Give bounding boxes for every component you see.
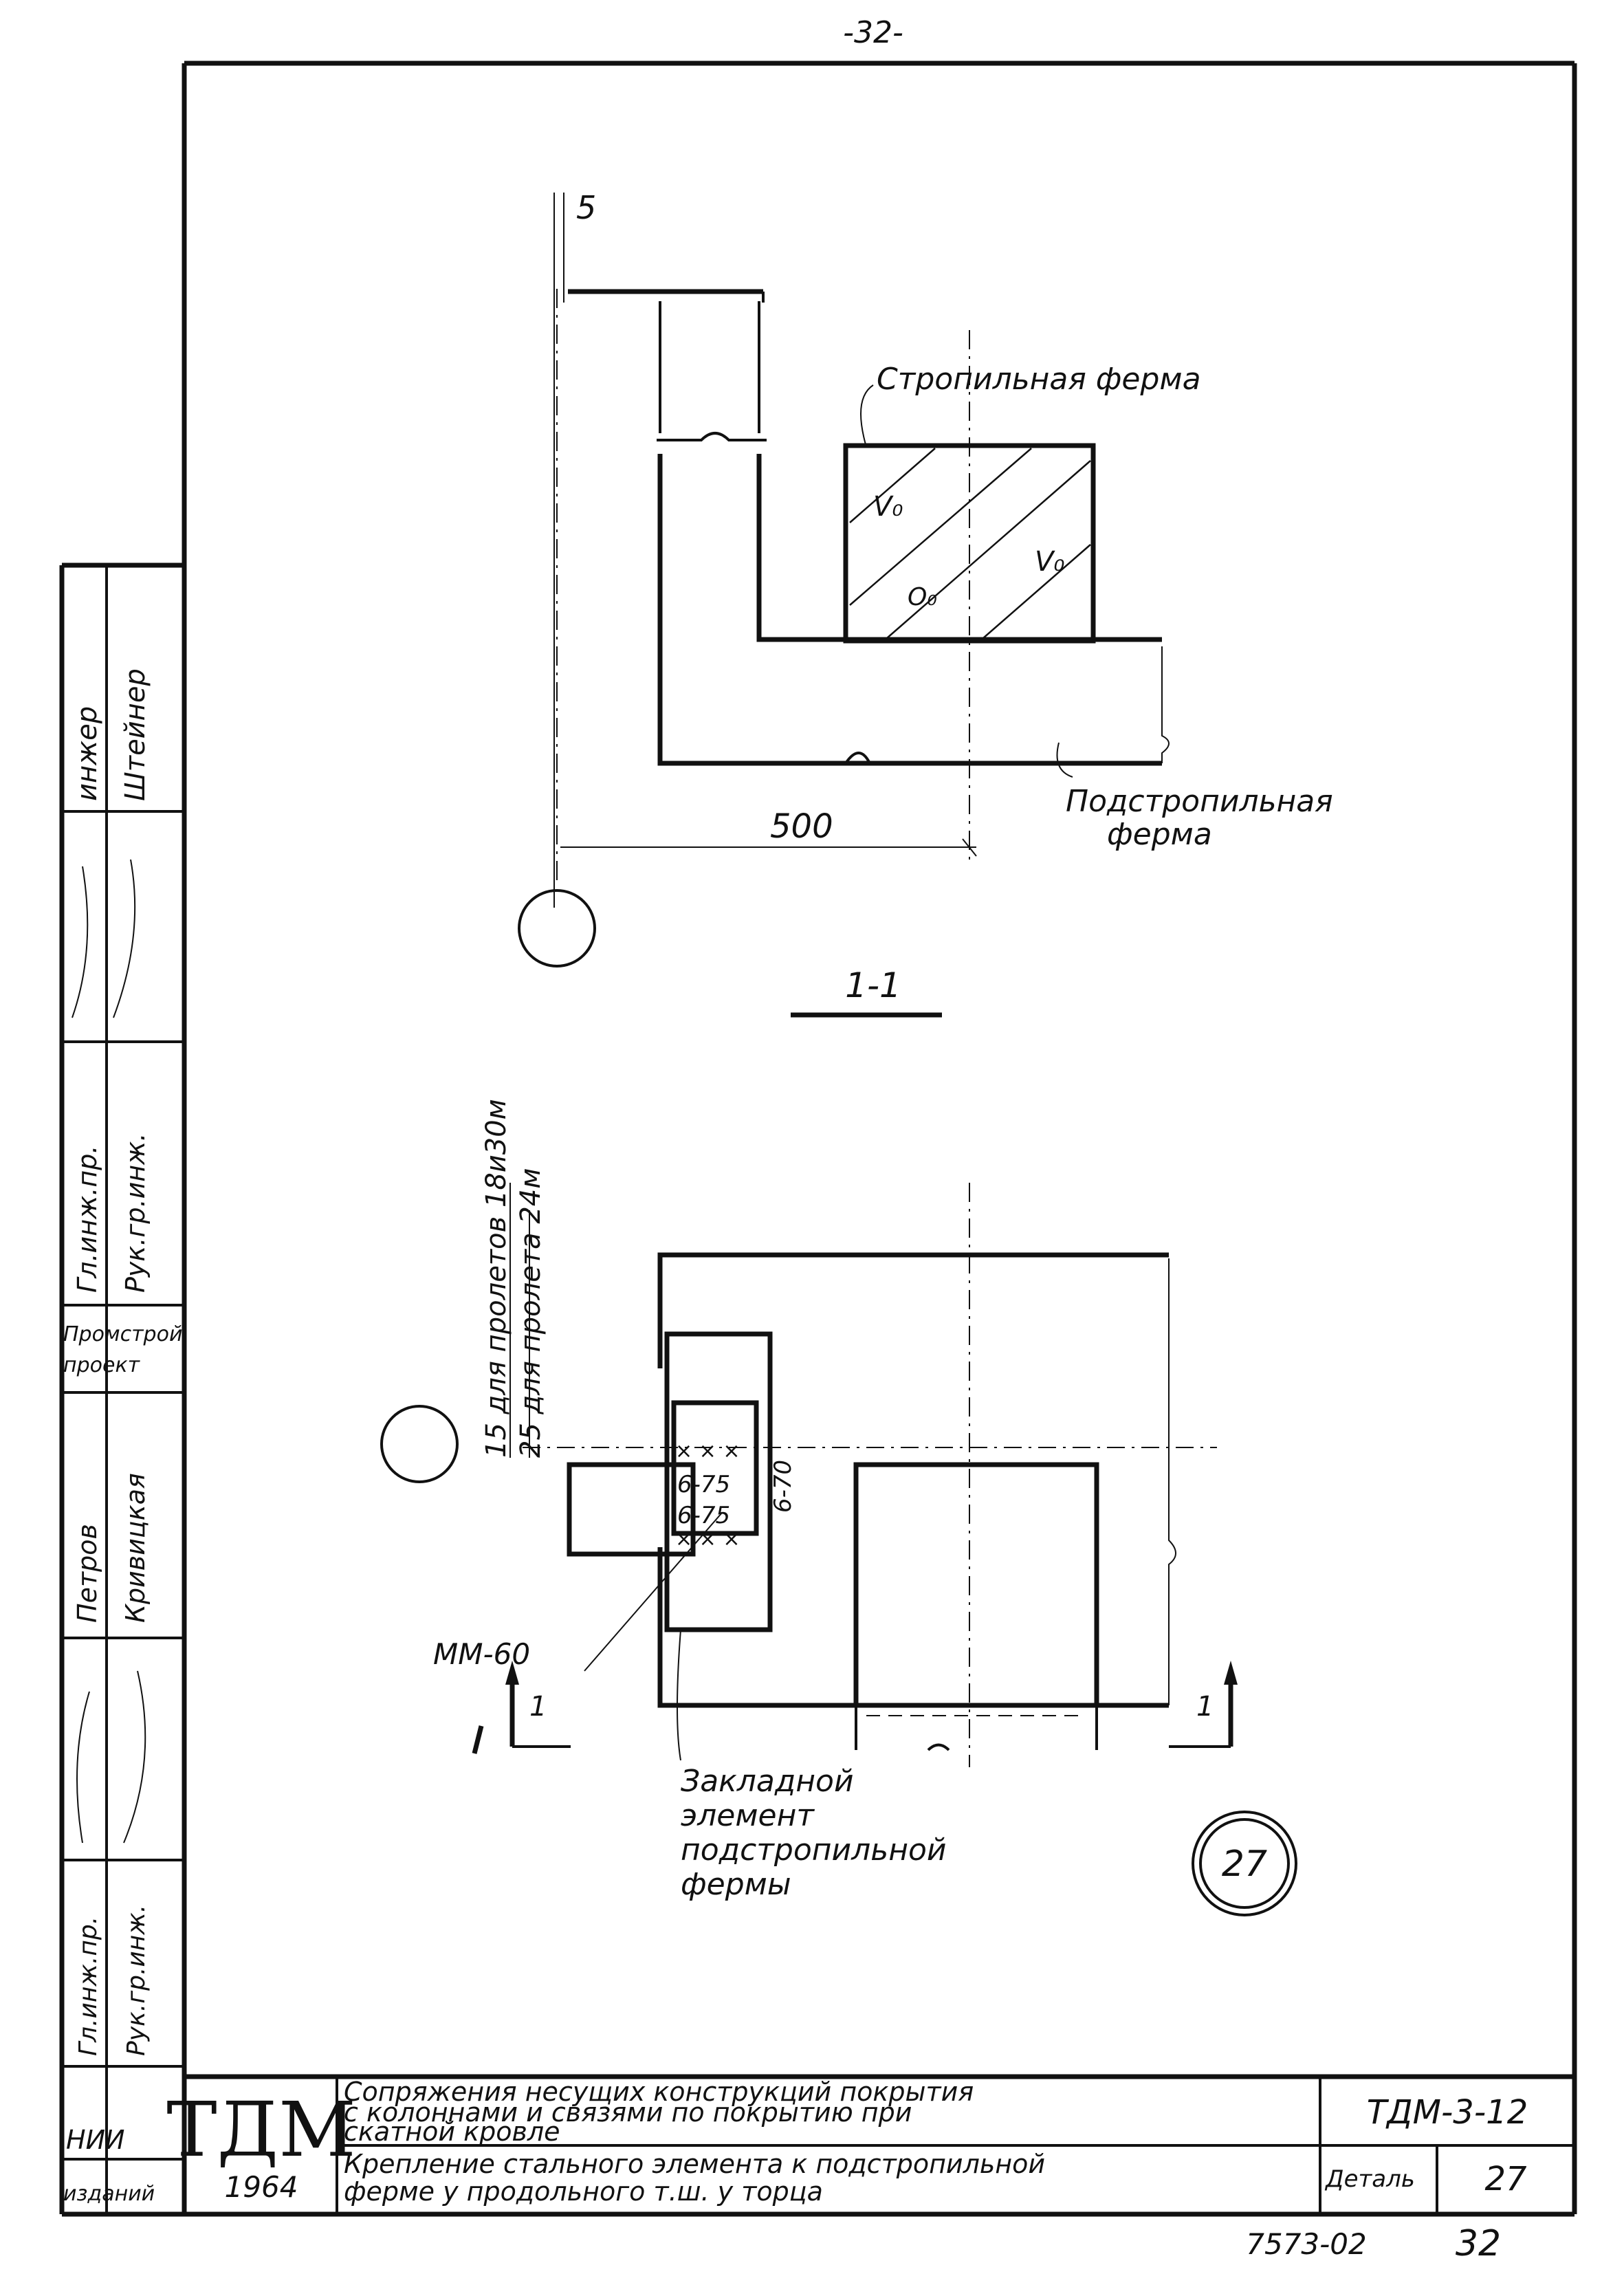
section-title-text: 1-1 xyxy=(845,965,901,1005)
bottom-code: 7573-02 xyxy=(1246,2227,1367,2261)
embedded-line-3: подстропильной xyxy=(681,1833,946,1868)
page-number: -32- xyxy=(843,15,903,50)
stamp-row3-name-2: Кривицкая xyxy=(120,1473,151,1623)
section-title: 1-1 xyxy=(791,965,942,1018)
bottom-page: 32 xyxy=(1456,2223,1501,2264)
embedded-line-1: Закладной xyxy=(681,1764,854,1799)
svg-text:× × ×: × × × xyxy=(675,1527,740,1551)
cut-label-right: 1 xyxy=(1196,1691,1214,1723)
title-line-1: Сопряжения несущих конструкций покрытия xyxy=(344,2077,974,2107)
title-line-2: с колоннами и связями по покрытию при xyxy=(344,2097,912,2128)
dim-note-1: 15 для пролетов 18и30м xyxy=(481,1099,512,1458)
weld-label-3: 6-70 xyxy=(769,1460,797,1513)
top-dim-5: 5 xyxy=(576,189,596,226)
dim-500: 500 xyxy=(770,807,833,846)
stamp-row1-title: инжер xyxy=(72,706,103,801)
label-subtruss-1: Подстропильная xyxy=(1066,784,1333,819)
label-mm60: ММ-60 xyxy=(433,1637,530,1671)
stamp-row4-title-1: Гл.инж.пр. xyxy=(74,1916,102,2056)
svg-text:O₀: O₀ xyxy=(908,583,937,611)
axis-bubble-bottom xyxy=(380,1405,459,1483)
embedded-line-4: фермы xyxy=(681,1867,791,1902)
detail-mark-inner xyxy=(1199,1818,1290,1909)
stamp-publisher: изданий xyxy=(63,2182,155,2206)
detail-number: 27 xyxy=(1484,2160,1527,2198)
detail-mark: 27 xyxy=(1222,1844,1267,1885)
cut-mark-right: 1 xyxy=(1169,1661,1238,1748)
top-view: 5 V₀ V₀ O₀ 500 Стропильная фер xyxy=(518,189,1333,967)
stamp-org-1: Промстрой xyxy=(63,1322,182,1346)
stamp-row4-title-2: Рук.гр.инж. xyxy=(122,1905,151,2056)
subtitle-line-2: ферме у продольного т.ш. у торца xyxy=(344,2176,823,2207)
cut-label-left: 1 xyxy=(529,1691,547,1723)
sheet-frame xyxy=(62,61,1577,2217)
label-subtruss-2: ферма xyxy=(1107,817,1212,852)
cut-mark-left: 1 xyxy=(472,1661,571,1754)
weld-label-2: 6-75 xyxy=(677,1502,730,1529)
side-stamp: инжер Штейнер Гл.инж.пр. Рук.гр.инж. Про… xyxy=(59,562,187,2214)
detail-label: Деталь xyxy=(1324,2165,1415,2193)
drawing-code: ТДМ-3-12 xyxy=(1367,2093,1528,2132)
dim-note-2: 25 для пролета 24м xyxy=(515,1168,547,1458)
detail-mark-outer xyxy=(1192,1811,1297,1916)
title-block: ТДМ 1964 Сопряжения несущих конструкций … xyxy=(166,2074,1574,2214)
label-truss: Стропильная ферма xyxy=(877,362,1201,397)
stamp-row2-title-1: Гл.инж.пр. xyxy=(72,1146,102,1293)
stamp-row2-title-2: Рук.гр.инж. xyxy=(120,1133,151,1293)
svg-text:V₀: V₀ xyxy=(1035,546,1064,578)
title-line-3: скатной кровле xyxy=(344,2117,560,2147)
axis-bubble-top xyxy=(518,889,596,967)
stamp-row3-name-1: Петров xyxy=(72,1524,102,1623)
svg-text:× × ×: × × × xyxy=(675,1439,740,1463)
logo: ТДМ xyxy=(166,2086,355,2174)
bottom-view: × × × × × × 15 для пролетов 18и30м 25 дл… xyxy=(380,1099,1297,1916)
stamp-org-2: проект xyxy=(63,1353,141,1377)
stamp-nii: НИИ xyxy=(66,2125,124,2155)
svg-text:V₀: V₀ xyxy=(873,491,903,523)
stamp-row1-name: Штейнер xyxy=(120,668,151,801)
embedded-line-2: элемент xyxy=(681,1798,815,1833)
weld-label-1: 6-75 xyxy=(677,1471,730,1498)
year: 1964 xyxy=(225,2170,298,2204)
subtitle-line-1: Крепление стального элемента к подстропи… xyxy=(344,2149,1045,2179)
